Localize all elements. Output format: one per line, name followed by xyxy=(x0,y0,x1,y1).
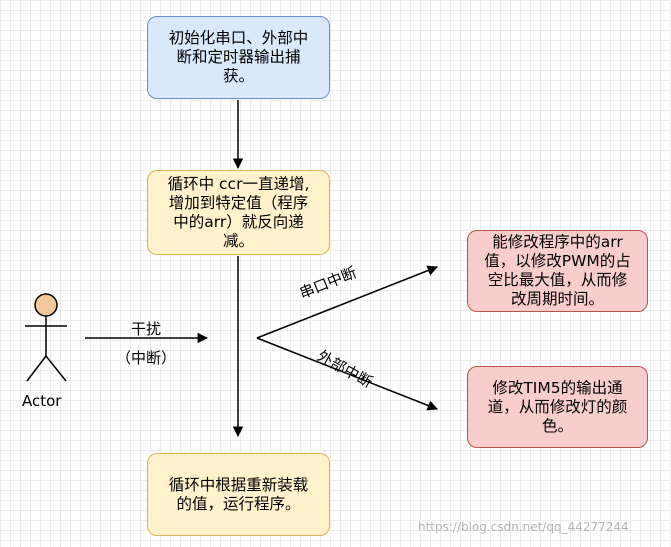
init-node[interactable]: 初始化串口、外部中 断和定时器输出捕 获。 xyxy=(147,16,330,99)
reload-node-text: 循环中根据重新装载 的值，运行程序。 xyxy=(168,475,309,513)
loop-node[interactable]: 循环中 ccr一直递增, 增加到特定值（程序 中的arr）就反向递 减。 xyxy=(147,170,330,255)
arrow-uart-interrupt xyxy=(256,265,438,339)
loop-node-text: 循环中 ccr一直递增, 增加到特定值（程序 中的arr）就反向递 减。 xyxy=(167,174,310,250)
watermark: https://blog.csdn.net/qq_44277244 xyxy=(418,520,629,534)
uart-action-node-text: 能修改程序中的arr 值，以修改PWM的占 空比最大值，从而修 改周期时间。 xyxy=(484,233,631,308)
init-node-text: 初始化串口、外部中 断和定时器输出捕 获。 xyxy=(168,29,309,85)
ext-action-node-text: 修改TIM5的输出通 道，从而修改灯的颜 色。 xyxy=(487,378,628,435)
actor-figure xyxy=(25,293,67,382)
uart-action-node[interactable]: 能修改程序中的arr 值，以修改PWM的占 空比最大值，从而修 改周期时间。 xyxy=(467,230,648,312)
arrow-ext-interrupt xyxy=(256,337,438,411)
interference-label: 干扰 xyxy=(131,320,162,338)
reload-node[interactable]: 循环中根据重新装载 的值，运行程序。 xyxy=(147,453,330,536)
ext-action-node[interactable]: 修改TIM5的输出通 道，从而修改灯的颜 色。 xyxy=(467,366,648,448)
actor-label: Actor xyxy=(22,392,62,410)
interrupt-label: （中断） xyxy=(116,349,177,367)
